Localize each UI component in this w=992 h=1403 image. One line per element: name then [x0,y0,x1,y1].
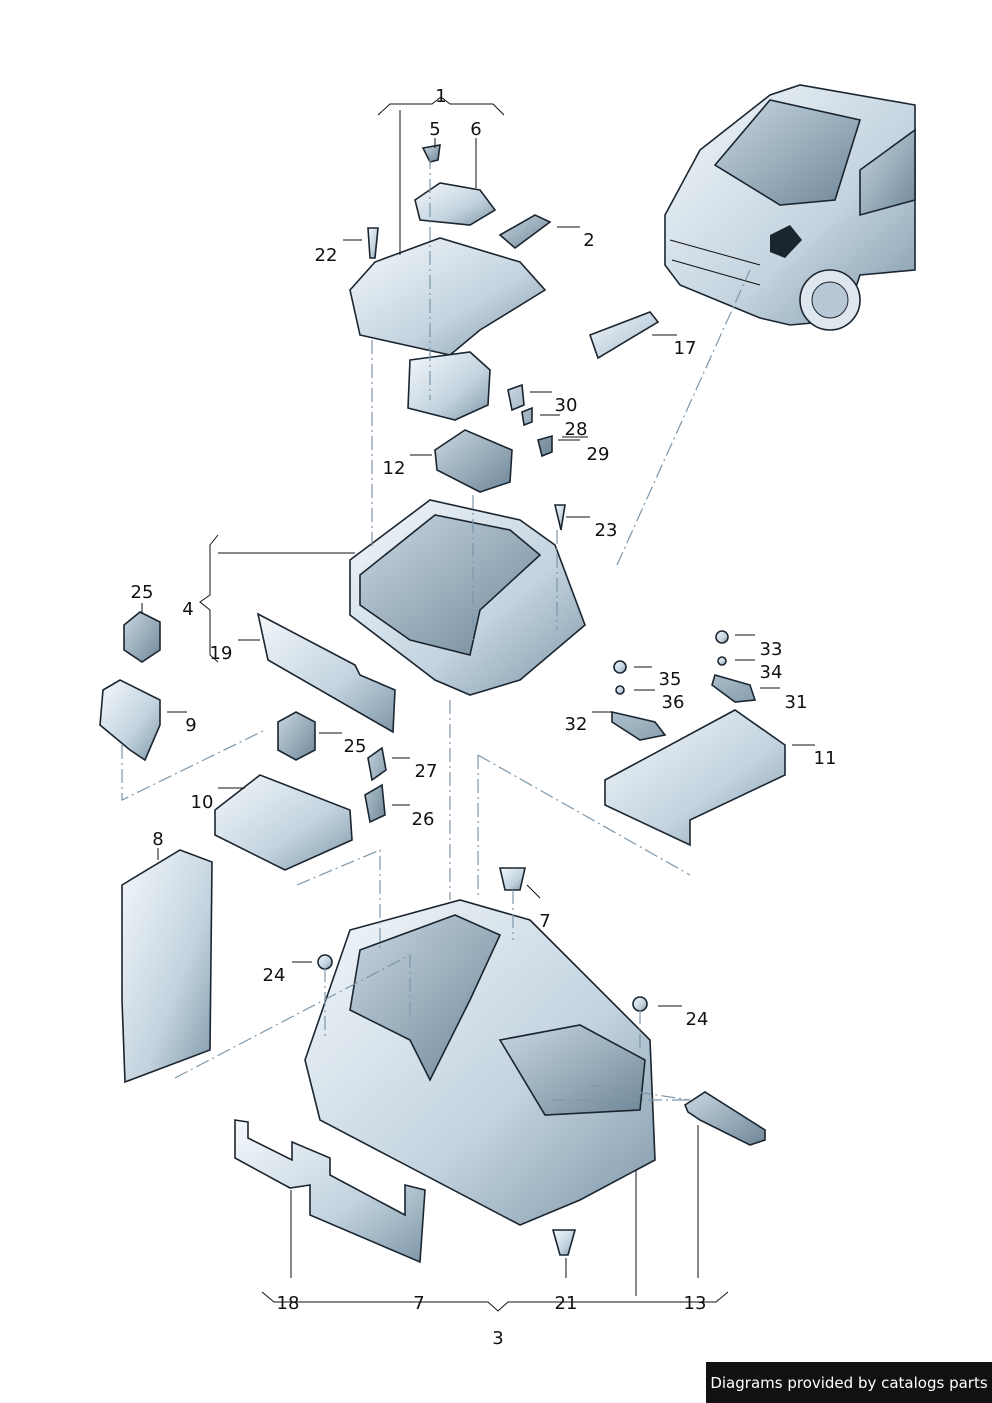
callout-32: 32 [564,714,588,735]
part-12 [434,429,513,493]
relay-25a [123,611,161,663]
relay-holder-10 [214,774,353,871]
callout-12: 12 [382,458,406,479]
callout-36: 36 [661,692,685,713]
part-5 [421,144,441,163]
callout-25b: 25 [343,736,367,757]
bracket-4 [199,534,219,663]
callout-31: 31 [784,692,808,713]
callout-23: 23 [594,520,618,541]
callout-25: 25 [130,582,154,603]
callout-26: 26 [411,809,435,830]
callout-13: 13 [683,1293,707,1314]
callout-2: 2 [583,230,595,251]
callout-24b: 24 [685,1009,709,1030]
part-13 [683,1091,766,1146]
part-2 [498,214,552,250]
callout-34: 34 [759,662,783,683]
callout-17: 17 [673,338,697,359]
callout-4: 4 [182,599,194,620]
bracket-3 [261,1291,729,1312]
relay-25b [277,711,316,761]
part-17 [588,311,660,360]
callout-18: 18 [276,1293,300,1314]
callout-19: 19 [209,643,233,664]
part-21 [551,1229,577,1256]
callout-29: 29 [586,444,610,465]
bracket-1 [377,96,505,116]
callout-22: 22 [314,245,338,266]
callout-21: 21 [554,1293,578,1314]
callout-28: 28 [564,419,588,440]
callout-6: 6 [470,119,482,140]
part-6 [414,182,497,226]
callout-35: 35 [658,669,682,690]
part-19 [256,612,396,734]
callout-1: 1 [435,86,447,107]
callout-33: 33 [759,639,783,660]
callout-30: 30 [554,395,578,416]
cover-lid [349,237,547,356]
callout-3: 3 [492,1328,504,1349]
cover-housing [407,351,491,421]
callout-9: 9 [185,715,197,736]
callout-27: 27 [414,761,438,782]
callout-8: 8 [152,829,164,850]
callout-7b: 7 [413,1293,425,1314]
part-7-grommet [498,867,527,891]
part-11 [604,709,786,847]
relay-panel-8 [121,849,213,1084]
relay-holder-9 [99,679,161,762]
part-23 [553,504,566,531]
footer-credit: Diagrams provided by catalogs parts [706,1362,992,1403]
callout-7: 7 [539,911,551,932]
callout-24: 24 [262,965,286,986]
callout-10: 10 [190,792,214,813]
callout-11: 11 [813,748,837,769]
callout-5: 5 [429,119,441,140]
vehicle-illustration [664,84,916,331]
part-22 [367,227,379,259]
part-18 [234,1119,426,1264]
